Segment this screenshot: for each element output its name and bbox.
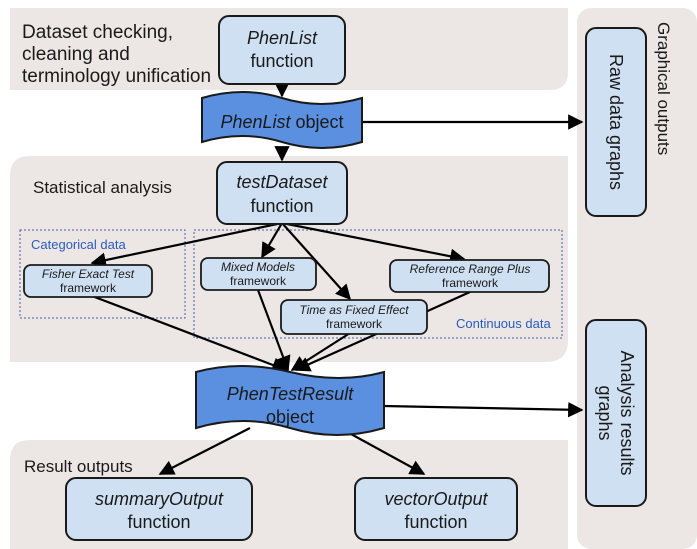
analysis-results-label-line2: graphs	[595, 385, 615, 440]
raw-data-graphs-label: Raw data graphs	[606, 54, 626, 190]
fisher-suffix: framework	[60, 281, 117, 295]
statistical-analysis-label: Statistical analysis	[33, 178, 172, 197]
phenlist-object-name: PhenList	[220, 112, 291, 132]
raw-data-graphs-box: Raw data graphs	[585, 27, 647, 217]
arrow-testdataset-to-time	[281, 222, 352, 301]
mixed-models-box: Mixed Models framework	[200, 257, 317, 291]
arrow-result-to-summary	[158, 427, 251, 475]
summary-output-suffix: function	[127, 512, 190, 532]
analysis-results-graphs-box: Analysis results graphs	[585, 319, 647, 507]
testdataset-function-suffix: function	[250, 196, 313, 216]
arrow-testdataset-to-mixed	[261, 222, 283, 259]
phenlist-object-shape: PhenList object	[201, 91, 363, 149]
dataset-checking-label-line2: cleaning and	[22, 44, 130, 65]
categorical-data-label: Categorical data	[31, 237, 126, 252]
summary-output-function-box: summaryOutput function	[65, 477, 253, 541]
categorical-data-group	[19, 229, 186, 319]
result-outputs-label: Result outputs	[24, 457, 133, 476]
reference-range-plus-box: Reference Range Plus framework	[389, 259, 550, 293]
phenlist-function-name: PhenList	[247, 28, 318, 48]
dataset-checking-label-line3: terminology unification	[22, 66, 211, 87]
arrow-testdataset-to-reference	[281, 221, 466, 264]
time-fixed-name: Time as Fixed Effect	[299, 303, 409, 317]
dataset-checking-label-line1: Dataset checking,	[22, 22, 173, 43]
phenlist-object-suffix: object	[291, 112, 344, 132]
analysis-results-label-line1: Analysis results	[617, 350, 637, 475]
phenlist-function-suffix: function	[250, 51, 313, 71]
phentestresult-suffix: object	[266, 407, 314, 427]
arrow-fisher-to-result	[91, 294, 288, 373]
svg-text:PhenList object: PhenList object	[220, 112, 343, 132]
summary-output-name: summaryOutput	[95, 489, 224, 509]
vector-output-suffix: function	[404, 512, 467, 532]
phentestresult-name: PhenTestResult	[227, 384, 354, 404]
vector-output-name: vectorOutput	[384, 489, 488, 509]
mixed-models-suffix: framework	[230, 274, 287, 288]
phenlist-function-box: PhenList function	[218, 15, 346, 85]
fisher-exact-test-box: Fisher Exact Test framework	[23, 264, 153, 298]
time-fixed-suffix: framework	[326, 317, 383, 331]
arrow-testdataset-to-fisher	[90, 221, 283, 268]
fisher-name: Fisher Exact Test	[42, 267, 135, 281]
reference-range-suffix: framework	[442, 276, 499, 290]
continuous-data-group	[193, 229, 563, 339]
phentestresult-object-shape: PhenTestResult object	[195, 365, 385, 436]
continuous-data-label: Continuous data	[456, 316, 551, 331]
arrow-result-to-analysis-graphs	[383, 402, 584, 418]
arrow-result-to-vector	[339, 427, 426, 475]
testdataset-function-name: testDataset	[236, 172, 328, 192]
time-fixed-effect-box: Time as Fixed Effect framework	[280, 299, 428, 335]
testdataset-function-box: testDataset function	[216, 161, 348, 225]
arrow-mixed-to-result	[256, 289, 291, 372]
reference-range-name: Reference Range Plus	[410, 262, 531, 276]
mixed-models-name: Mixed Models	[221, 260, 295, 274]
graphical-outputs-label: Graphical outputs	[654, 22, 673, 155]
vector-output-function-box: vectorOutput function	[354, 477, 518, 541]
